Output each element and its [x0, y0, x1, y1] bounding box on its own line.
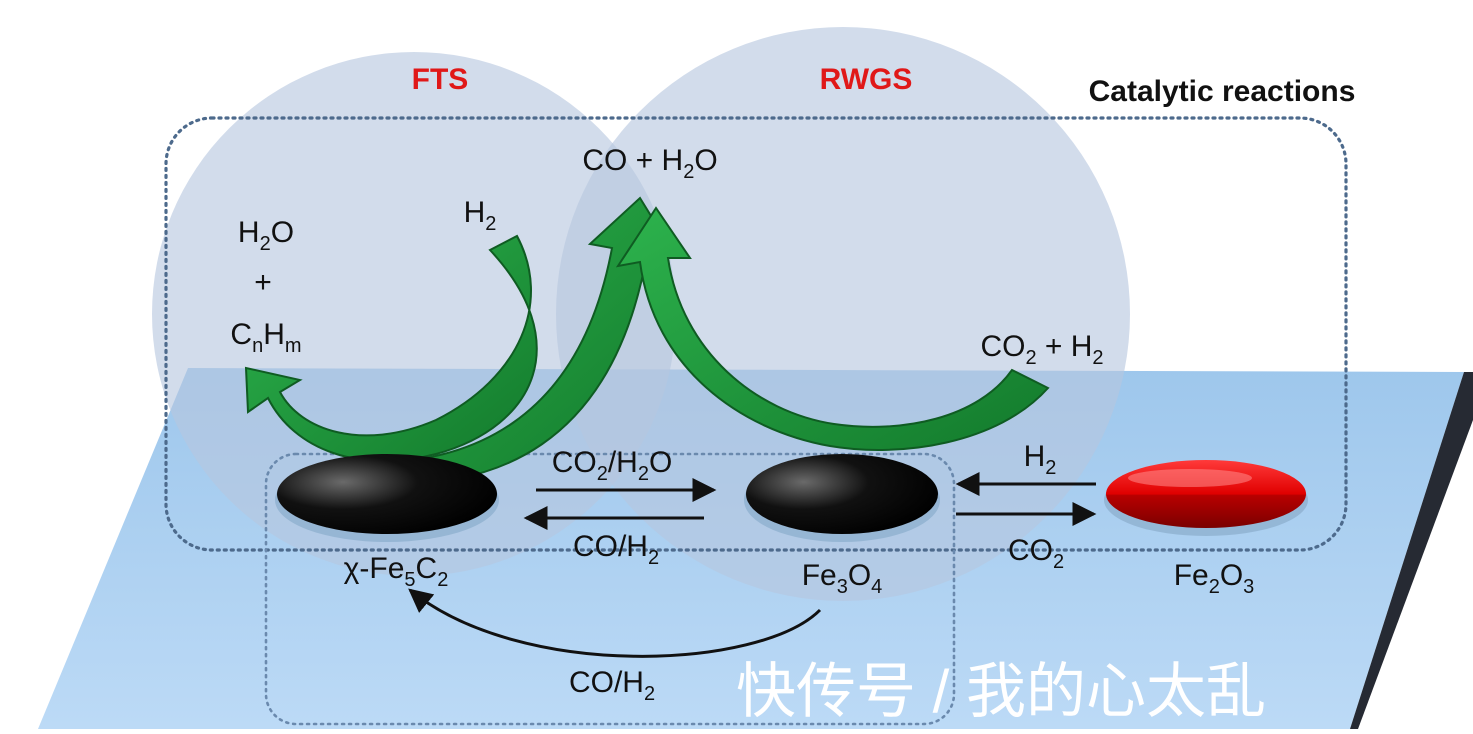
fts-products-h2o: H2O — [238, 216, 294, 255]
fts-products-cnhm: CnHm — [230, 318, 301, 357]
co2-h2-label: CO2 + H2 — [980, 330, 1103, 369]
rwgs-arrow-right — [615, 206, 1050, 451]
hematite-highlight — [1128, 469, 1252, 487]
label-co2-h2o: CO2/H2O — [552, 446, 673, 485]
magnetite-particle — [746, 454, 938, 534]
label-h2-right: H2 — [1024, 440, 1057, 479]
magnetite-label: Fe3O4 — [802, 559, 883, 598]
fts-arrow — [244, 234, 538, 462]
carbide-particle — [277, 454, 497, 534]
label-co-h2-bottom: CO/H2 — [569, 666, 655, 705]
catalytic-header: Catalytic reactions — [1089, 75, 1356, 108]
transformation-box — [264, 452, 956, 726]
fts-circle — [152, 52, 676, 576]
fts-header: FTS — [412, 63, 469, 96]
fts-products-plus: + — [254, 266, 272, 299]
arrow-magnetite-to-carbide-curved — [408, 588, 822, 658]
rwgs-header: RWGS — [820, 63, 913, 96]
hematite-label: Fe2O3 — [1174, 559, 1255, 598]
label-co-h2-middle: CO/H2 — [573, 530, 659, 569]
carbide-label: χ-Fe5C2 — [344, 552, 449, 591]
label-co2-right: CO2 — [1008, 534, 1064, 573]
catalytic-box — [164, 116, 1348, 552]
rwgs-circle — [556, 27, 1130, 601]
surface-plane-edge — [1350, 372, 1473, 729]
co-h2o-label: CO + H2O — [582, 144, 717, 183]
h2-reactant-label: H2 — [464, 196, 497, 235]
watermark: 快传号 / 我的心太乱 — [736, 658, 1266, 725]
